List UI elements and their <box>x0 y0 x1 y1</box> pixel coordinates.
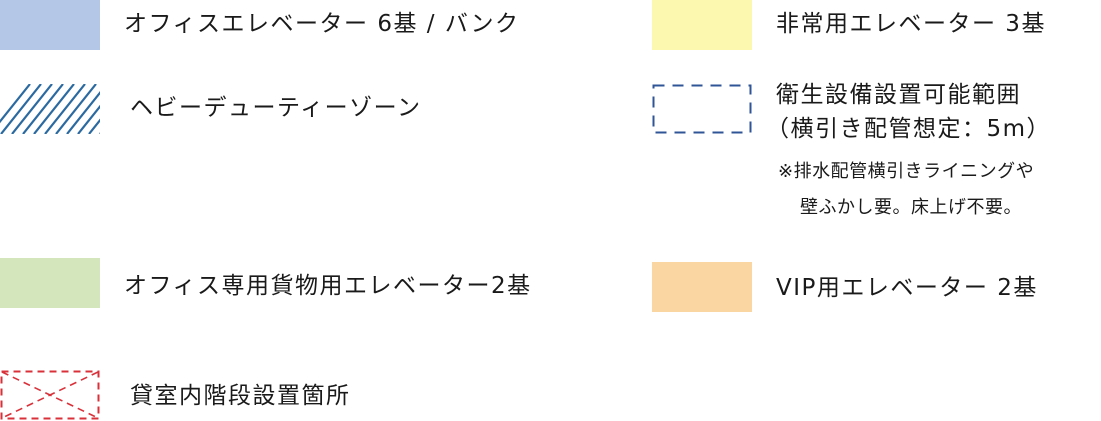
sanitary-area-note-line2: 壁ふかし要。床上げ不要。 <box>800 197 1022 218</box>
sanitary-area-swatch <box>652 84 752 134</box>
sanitary-area-note-line1: ※排水配管横引きライニングや <box>778 161 1035 182</box>
hatch-line <box>22 84 64 134</box>
hatch-line <box>44 84 86 134</box>
vip-elevator-swatch <box>652 262 752 312</box>
heavy-duty-zone-label: ヘビーデューティーゾーン <box>130 95 422 121</box>
hatch-line <box>11 84 53 134</box>
hatch-line <box>88 118 100 134</box>
freight-elevator-label: オフィス専用貨物用エレベーター2基 <box>124 273 532 299</box>
hatch-pattern-icon <box>0 84 100 134</box>
hatch-line <box>33 84 75 134</box>
emergency-elevator-label: 非常用エレベーター 3基 <box>776 11 1046 37</box>
sanitary-area-label-line1: 衛生設備設置可能範囲 <box>776 82 1021 108</box>
vip-elevator-label: VIP用エレベーター 2基 <box>776 275 1038 301</box>
heavy-duty-zone-swatch <box>0 84 100 134</box>
hatch-line <box>0 84 42 134</box>
hatch-line <box>77 104 100 134</box>
sanitary-area-label-line2: （横引き配管想定：5m） <box>766 116 1052 142</box>
hatch-line <box>66 90 100 134</box>
stair-location-label: 貸室内階段設置箇所 <box>130 383 351 409</box>
stair-location-swatch <box>0 370 100 420</box>
office-elevator-swatch <box>0 0 100 50</box>
hatch-line <box>0 84 31 124</box>
office-elevator-label: オフィスエレベーター 6基 / バンク <box>124 11 520 37</box>
dashed-cross-box-icon <box>0 370 100 420</box>
dashed-box-icon <box>652 84 752 134</box>
freight-elevator-swatch <box>0 258 100 308</box>
hatch-line <box>55 84 97 134</box>
emergency-elevator-swatch <box>652 0 752 50</box>
